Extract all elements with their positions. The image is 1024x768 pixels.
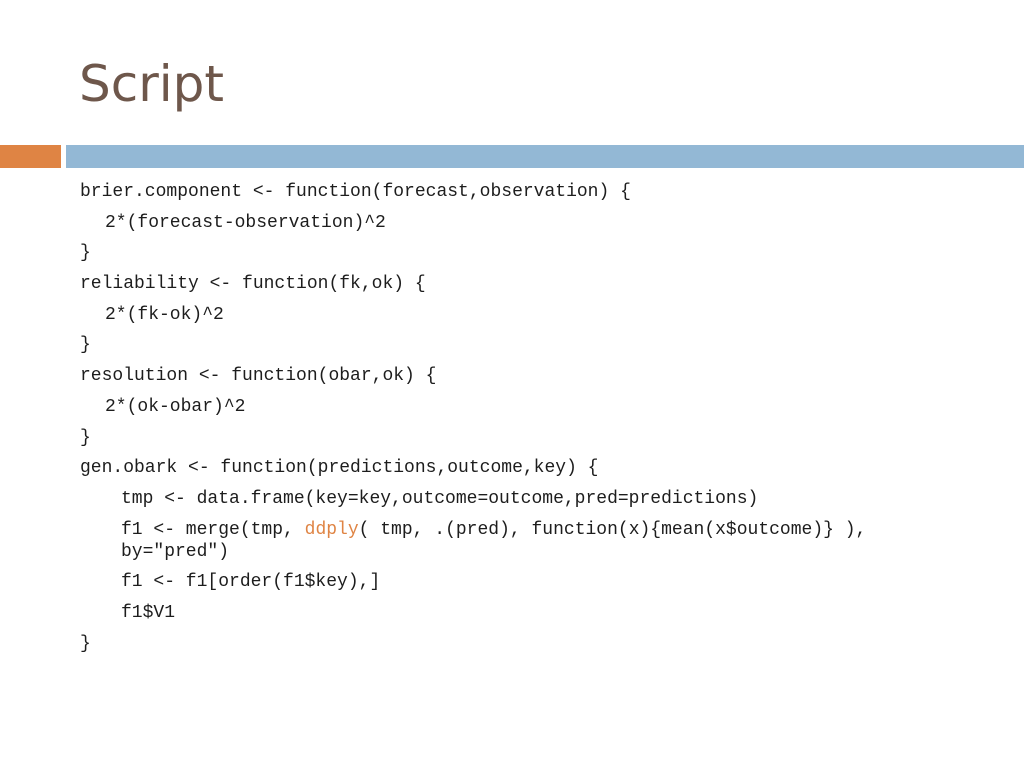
code-line: resolution <- function(obar,ok) {	[80, 366, 437, 387]
code-fragment: f1 <- merge(tmp,	[121, 519, 305, 540]
code-line: f1 <- f1[order(f1$key),]	[121, 572, 381, 593]
code-line: 2*(ok-obar)^2	[105, 396, 246, 417]
code-line: }	[80, 633, 91, 654]
code-fragment: ( tmp, .(pred), function(x){mean(x$outco…	[121, 519, 867, 562]
code-line: }	[80, 427, 91, 448]
code-line: 2*(fk-ok)^2	[105, 304, 224, 325]
highlighted-function: ddply	[304, 519, 359, 540]
code-line: tmp <- data.frame(key=key,outcome=outcom…	[121, 488, 759, 509]
code-block: brier.component <- function(forecast,obs…	[80, 181, 980, 663]
code-line: reliability <- function(fk,ok) {	[80, 274, 426, 295]
slide-title: Script	[79, 55, 225, 113]
code-line: }	[80, 335, 91, 356]
code-line: 2*(forecast-observation)^2	[105, 212, 386, 233]
code-line: brier.component <- function(forecast,obs…	[80, 182, 631, 202]
code-line-wrapped: f1 <- merge(tmp, ddply( tmp, .(pred), fu…	[80, 519, 980, 563]
code-line: }	[80, 243, 91, 264]
accent-bar	[0, 145, 61, 168]
code-line: f1$V1	[121, 602, 176, 623]
code-line: gen.obark <- function(predictions,outcom…	[80, 458, 599, 479]
header-bar	[66, 145, 1024, 168]
